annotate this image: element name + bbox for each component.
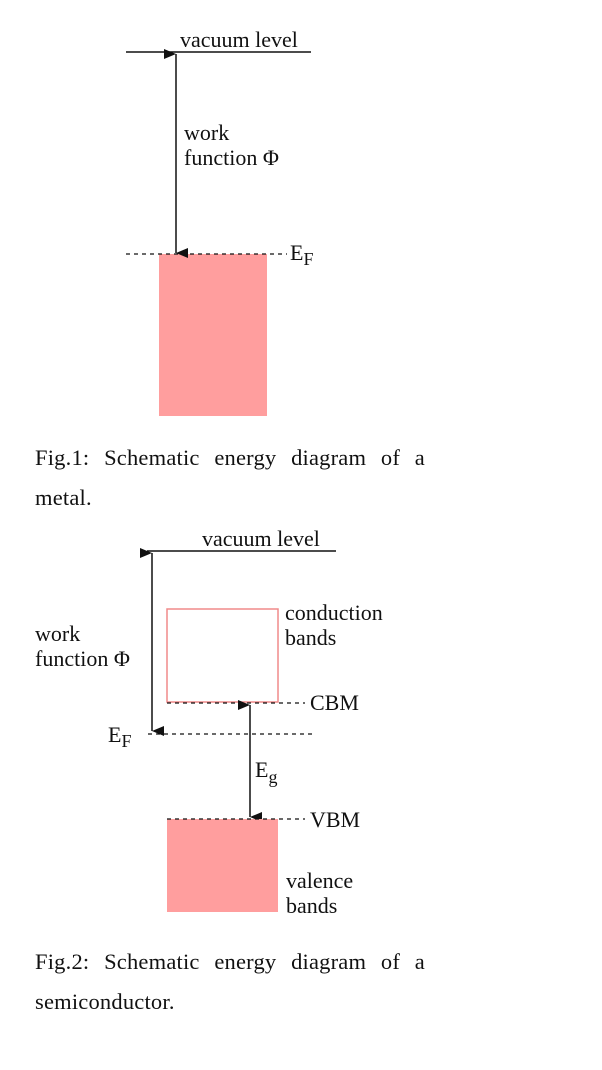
conduction-label-line2: bands [285,625,336,650]
fermi-level-label: EF [108,722,131,751]
vacuum-level-label: vacuum level [180,27,298,52]
fermi-level-label: EF [290,240,313,269]
work-function-label-line1: work [184,120,229,145]
work-function-label-line2: function Φ [184,145,279,170]
band-gap-label: Eg [255,757,277,787]
vacuum-level-label: vacuum level [202,526,320,551]
valence-label-line2: bands [286,893,337,918]
valence-label-line1: valence [286,868,353,893]
metal-band [159,254,267,416]
work-function-label-line2: function Φ [35,646,130,671]
conduction-band [166,608,279,703]
work-function-label-line1: work [35,621,80,646]
vbm-label: VBM [310,807,360,832]
valence-band [167,819,278,912]
conduction-label-line1: conduction [285,600,383,625]
semiconductor-diagram: vacuum level conduction bands CBM work f… [35,526,383,918]
metal-diagram: vacuum level EF work function Φ [126,27,313,416]
figure-2-caption: Fig.2: Schematic energy diagram of a sem… [35,949,425,1014]
cbm-label: CBM [310,690,359,715]
figure-1-caption: Fig.1: Schematic energy diagram of a met… [35,445,425,510]
